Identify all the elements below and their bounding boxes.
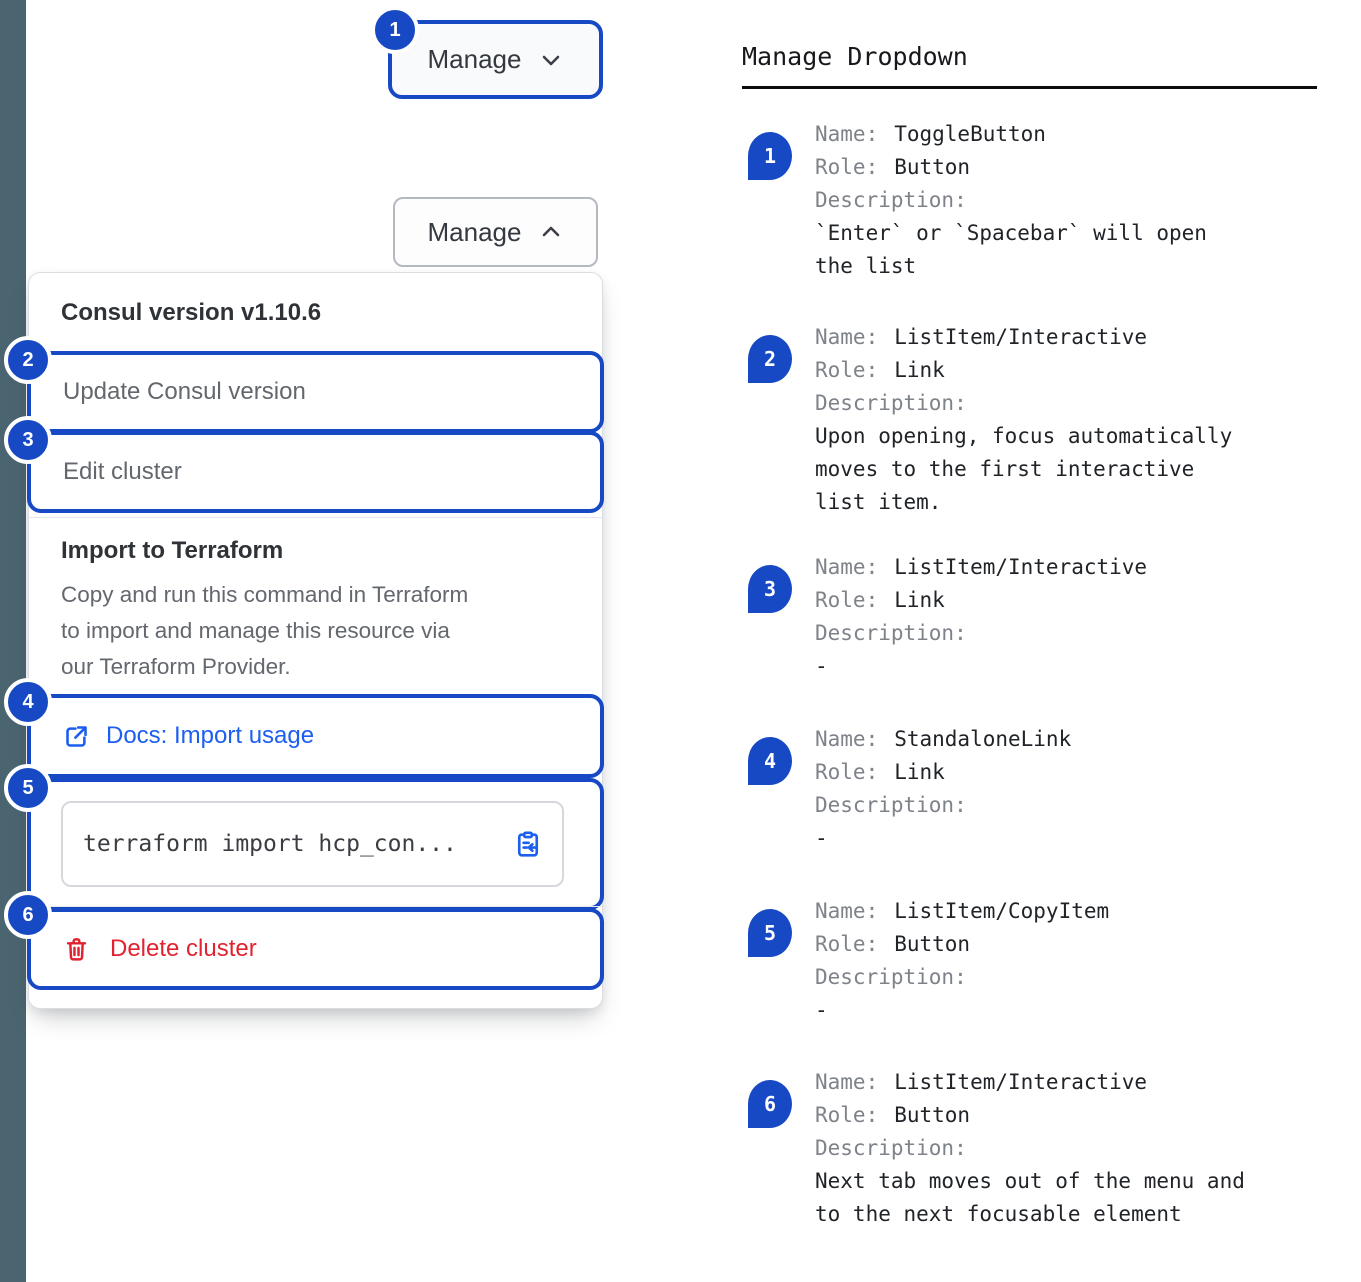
role-label: Role: bbox=[815, 1103, 879, 1127]
description-label: Description: bbox=[815, 793, 967, 817]
annotation-badge-1: 1 bbox=[371, 6, 419, 54]
role-label: Role: bbox=[815, 760, 879, 784]
annotation-badge-2: 2 bbox=[4, 336, 52, 384]
component-role: Link bbox=[894, 588, 945, 612]
role-label: Role: bbox=[815, 588, 879, 612]
legend-item-4: 4 Name: StandaloneLink Role: Link Descript… bbox=[742, 723, 1342, 855]
legend-badge-1: 1 bbox=[748, 132, 792, 180]
menu-item-label: Edit cluster bbox=[63, 458, 182, 485]
legend-badge-2: 2 bbox=[748, 335, 792, 383]
component-description: - bbox=[815, 826, 828, 850]
terraform-command-text: terraform import hcp_con... bbox=[83, 831, 457, 857]
legend-badge-5: 5 bbox=[748, 909, 792, 957]
terraform-section-title: Import to Terraform bbox=[61, 537, 284, 564]
menu-item-edit-cluster[interactable]: Edit cluster bbox=[27, 431, 604, 513]
legend-item-6: 6 Name:ListItem/Interactive Role:Button … bbox=[742, 1066, 1342, 1231]
copy-command-button[interactable] bbox=[512, 828, 544, 860]
name-label: Name: bbox=[815, 899, 879, 923]
manage-button-label: Manage bbox=[427, 216, 522, 247]
manage-toggle-button-closed[interactable]: Manage bbox=[388, 20, 603, 99]
chevron-up-icon bbox=[543, 226, 560, 237]
name-label: Name: bbox=[815, 122, 879, 146]
external-link-icon bbox=[66, 725, 87, 747]
name-label: Name: bbox=[815, 727, 879, 751]
description-label: Description: bbox=[815, 1136, 967, 1160]
component-name: ListItem/Interactive bbox=[894, 325, 1148, 349]
component-description: Next tab moves out of the menu and to th… bbox=[815, 1169, 1245, 1226]
legend-badge-4: 4 bbox=[748, 737, 792, 785]
component-role: Button bbox=[894, 1103, 971, 1127]
role-label: Role: bbox=[815, 932, 879, 956]
legend-badge-6: 6 bbox=[748, 1080, 792, 1128]
legend-item-2: 2 Name: ListItem/Interactive Role: Link De… bbox=[742, 321, 1342, 519]
component-description: - bbox=[815, 654, 828, 678]
role-label: Role: bbox=[815, 358, 879, 382]
component-description: Upon opening, focus automatically moves … bbox=[815, 424, 1233, 514]
legend-rule bbox=[742, 86, 1317, 89]
legend-item-5: 5 Name: ListItem/CopyItem Role: Button Des… bbox=[742, 895, 1342, 1027]
description-label: Description: bbox=[815, 188, 967, 212]
name-label: Name: bbox=[815, 1070, 879, 1094]
terraform-command-field[interactable]: terraform import hcp_con... bbox=[61, 801, 564, 887]
component-name: StandaloneLink bbox=[894, 727, 1072, 751]
legend-item-1: 1 Name: ToggleButton Role: Button Descript… bbox=[742, 118, 1342, 283]
manage-button-label: Manage bbox=[427, 44, 522, 74]
name-label: Name: bbox=[815, 325, 879, 349]
component-name: ListItem/CopyItem bbox=[894, 899, 1110, 923]
annotation-badge-6: 6 bbox=[4, 891, 52, 939]
component-role: Button bbox=[894, 932, 971, 956]
role-label: Role: bbox=[815, 155, 879, 179]
annotation-badge-3: 3 bbox=[4, 416, 52, 464]
trash-icon bbox=[66, 937, 87, 961]
docs-link-label: Docs: Import usage bbox=[106, 722, 315, 749]
menu-header-consul-version: Consul version v1.10.6 bbox=[61, 299, 322, 326]
component-role: Link bbox=[894, 358, 945, 382]
delete-cluster-label: Delete cluster bbox=[110, 935, 257, 962]
menu-divider bbox=[29, 906, 602, 907]
clipboard-copy-icon bbox=[517, 831, 539, 857]
menu-item-update-consul-version[interactable]: Update Consul version bbox=[27, 351, 604, 433]
legend-badge-3: 3 bbox=[748, 565, 792, 613]
name-label: Name: bbox=[815, 555, 879, 579]
terraform-section-description: Copy and run this command in Terraform t… bbox=[61, 582, 469, 679]
menu-item-label: Update Consul version bbox=[63, 378, 306, 405]
legend-item-3: 3 Name: ListItem/Interactive Role: Link De… bbox=[742, 551, 1342, 683]
component-role: Link bbox=[894, 760, 945, 784]
component-role: Button bbox=[894, 155, 971, 179]
annotation-badge-4: 4 bbox=[4, 678, 52, 726]
component-name: ListItem/Interactive bbox=[894, 1070, 1148, 1094]
menu-item-copy-command[interactable]: terraform import hcp_con... bbox=[27, 778, 604, 910]
description-label: Description: bbox=[815, 621, 967, 645]
menu-item-docs-import-usage[interactable]: Docs: Import usage bbox=[27, 694, 604, 778]
manage-dropdown-menu: Consul version v1.10.6 Update Consul ver… bbox=[27, 272, 604, 1009]
component-name: ToggleButton bbox=[894, 122, 1046, 146]
description-label: Description: bbox=[815, 965, 967, 989]
legend-title: Manage Dropdown bbox=[742, 42, 968, 71]
menu-item-delete-cluster[interactable]: Delete cluster bbox=[27, 908, 604, 990]
component-description: - bbox=[815, 998, 828, 1022]
description-label: Description: bbox=[815, 391, 967, 415]
manage-toggle-button-open[interactable]: Manage bbox=[393, 197, 598, 267]
chevron-down-icon bbox=[543, 55, 560, 65]
menu-divider bbox=[29, 517, 602, 518]
component-description: `Enter` or `Spacebar` will open the list bbox=[815, 221, 1207, 278]
left-edge-strip bbox=[0, 0, 26, 1282]
annotation-badge-5: 5 bbox=[4, 764, 52, 812]
component-name: ListItem/Interactive bbox=[894, 555, 1148, 579]
